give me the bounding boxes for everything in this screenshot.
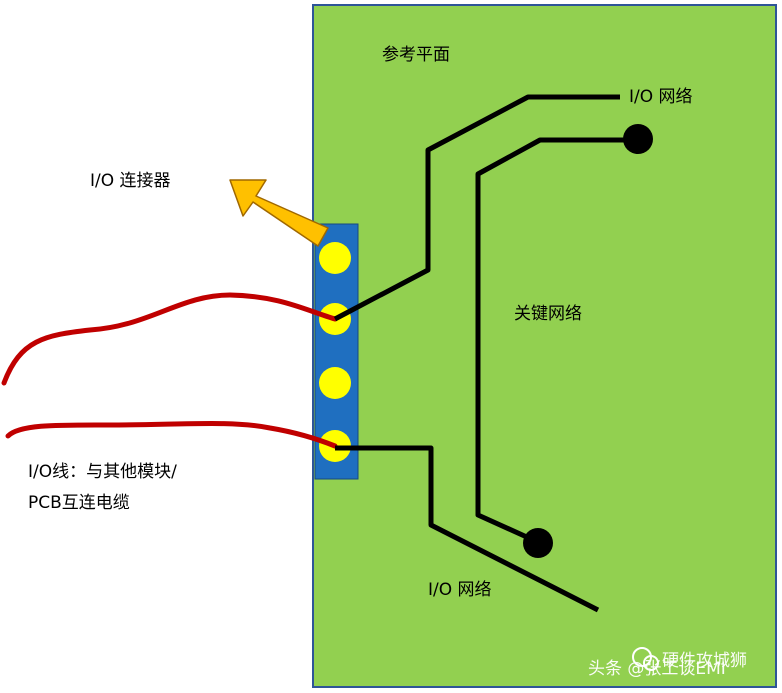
io-net-bottom-label: I/O 网络 — [428, 580, 492, 600]
io-cable-upper — [1, 292, 338, 386]
io-cable-lower — [5, 420, 338, 449]
io-cable-label-line1: I/O线：与其他模块/ — [28, 462, 177, 482]
io-net-top-label: I/O 网络 — [629, 87, 693, 107]
io-connector-label: I/O 连接器 — [90, 171, 171, 191]
critical-net-label: 关键网络 — [514, 304, 582, 324]
io-net-trace-top — [333, 94, 620, 322]
wechat-icon — [632, 647, 659, 671]
critical-net-via-top — [623, 124, 653, 154]
connector-pin-3 — [319, 367, 351, 399]
connector-arrow — [229, 179, 329, 247]
io-cable-label-line2: PCB互连电缆 — [28, 493, 130, 513]
io-net-trace-bottom — [335, 445, 600, 613]
reference-plane — [312, 4, 777, 688]
watermark-account: 硬件攻城狮 — [662, 651, 747, 671]
critical-net-trace — [475, 137, 638, 546]
connector-pin-1 — [319, 242, 351, 274]
reference-plane-label: 参考平面 — [382, 45, 450, 65]
critical-net-via-bottom — [523, 528, 553, 558]
watermark-source: 头条 @张工谈EMI — [588, 659, 726, 679]
